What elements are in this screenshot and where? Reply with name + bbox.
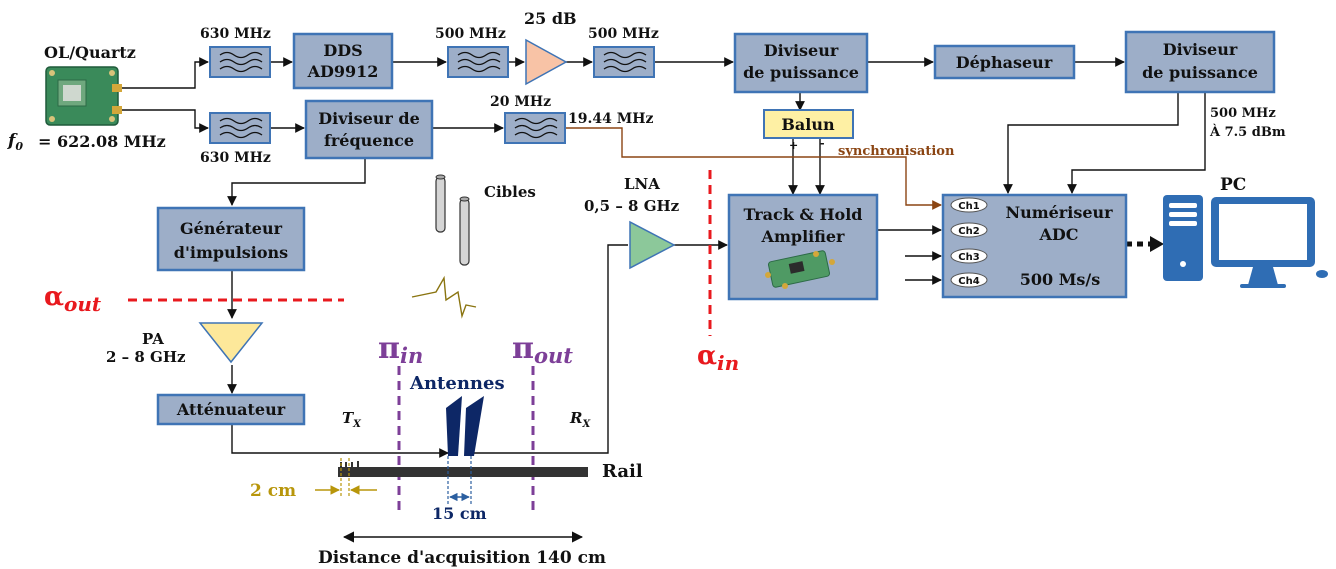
- filter-500-b: [593, 46, 655, 78]
- filter-630-top: [209, 46, 271, 78]
- output-level-label: À 7.5 dBm: [1209, 124, 1286, 140]
- rf-amplifier-icon: [525, 38, 568, 86]
- svg-text:de puissance: de puissance: [1142, 63, 1258, 82]
- targets-icon: [435, 174, 470, 266]
- power-divider-2-block: Diviseur de puissance: [1124, 30, 1276, 94]
- pa-amplifier-icon: [198, 322, 264, 364]
- adc-channel-ch3: Ch3: [950, 248, 988, 264]
- svg-text:ADC: ADC: [1038, 225, 1078, 244]
- attenuator-block: Atténuateur: [156, 393, 306, 426]
- svg-text:Diviseur: Diviseur: [764, 41, 839, 60]
- lna-amplifier-icon: [629, 220, 676, 270]
- adc-channel-ch1: Ch1: [950, 197, 988, 213]
- balun-block: Balun: [763, 109, 854, 139]
- svg-text:500 Ms/s: 500 Ms/s: [1020, 270, 1101, 289]
- dimension-15cm: [447, 456, 472, 504]
- dimension-15cm-label: 15 cm: [432, 504, 487, 523]
- antennas-icon: [446, 396, 484, 456]
- balun-minus: -: [820, 137, 825, 150]
- oscillator-label: OL/Quartz: [44, 43, 136, 62]
- svg-text:DDS: DDS: [323, 41, 362, 60]
- svg-text:Amplifier: Amplifier: [761, 227, 846, 246]
- dimension-2cm-label: 2 cm: [250, 481, 296, 501]
- svg-text:fréquence: fréquence: [324, 131, 414, 150]
- phase-shifter-block: Déphaseur: [933, 44, 1076, 80]
- svg-text:de puissance: de puissance: [743, 63, 859, 82]
- balun-plus: +: [789, 139, 798, 152]
- pulse-generator-block: Générateur d'impulsions: [156, 206, 306, 272]
- freq-divider-block: Diviseur de fréquence: [304, 99, 434, 160]
- target-echo-icon: [411, 275, 477, 319]
- pc-icon: [1163, 195, 1328, 288]
- output-freq-label: 500 MHz: [1210, 106, 1276, 121]
- svg-text:Générateur: Générateur: [180, 219, 283, 238]
- dds-block: DDS AD9912: [292, 32, 394, 90]
- filter-630-bottom: [209, 112, 271, 144]
- svg-text:Ch2: Ch2: [958, 226, 979, 237]
- svg-text:Atténuateur: Atténuateur: [176, 400, 286, 419]
- svg-text:Ch3: Ch3: [958, 252, 979, 263]
- rail-label: Rail: [602, 461, 643, 482]
- freq-label-20: 20 MHz: [490, 94, 551, 110]
- freq-label-500-a: 500 MHz: [435, 26, 506, 42]
- f0-value: = 622.08 MHz: [38, 132, 166, 151]
- svg-text:Balun: Balun: [781, 115, 835, 134]
- freq-label-630-bottom: 630 MHz: [200, 150, 271, 166]
- dimension-2cm: [315, 458, 377, 498]
- power-divider-1-block: Diviseur de puissance: [733, 32, 869, 94]
- alpha-out-label: αout: [44, 282, 102, 316]
- svg-text:d'impulsions: d'impulsions: [174, 243, 288, 262]
- rail: [338, 467, 588, 477]
- pi-in-label: πin: [378, 331, 423, 368]
- svg-text:Numériseur: Numériseur: [1005, 203, 1113, 222]
- rx-label: RX: [569, 409, 591, 430]
- f0-symbol: f0: [7, 131, 23, 153]
- oscillator-board: [45, 66, 122, 126]
- svg-text:Déphaseur: Déphaseur: [956, 53, 1053, 72]
- gain-label: 25 dB: [524, 9, 577, 28]
- targets-label: Cibles: [484, 183, 536, 201]
- svg-text:Ch1: Ch1: [958, 201, 979, 212]
- antennas-label: Antennes: [409, 373, 505, 394]
- tx-label: TX: [342, 409, 362, 430]
- adc-channel-ch2: Ch2: [950, 222, 988, 238]
- alpha-in-label: αin: [697, 341, 739, 375]
- freq-label-500-b: 500 MHz: [588, 26, 659, 42]
- svg-text:Ch4: Ch4: [958, 276, 979, 287]
- pa-range-label: 2 – 8 GHz: [106, 348, 186, 366]
- pa-label: PA: [142, 330, 164, 348]
- adc-channel-ch4: Ch4: [950, 272, 988, 288]
- freq-label-19: 19.44 MHz: [568, 111, 653, 127]
- lna-range-label: 0,5 – 8 GHz: [584, 197, 680, 215]
- svg-text:Diviseur de: Diviseur de: [318, 109, 420, 128]
- sync-label: synchronisation: [838, 144, 955, 159]
- filter-20: [504, 112, 566, 144]
- svg-text:Track & Hold: Track & Hold: [743, 205, 862, 224]
- lna-label: LNA: [624, 175, 660, 193]
- pc-label: PC: [1220, 175, 1246, 195]
- filter-500-a: [447, 46, 509, 78]
- acquisition-distance-label: Distance d'acquisition 140 cm: [318, 548, 606, 568]
- freq-label-630-top: 630 MHz: [200, 26, 271, 42]
- svg-text:Diviseur: Diviseur: [1163, 40, 1238, 59]
- track-hold-block: Track & Hold Amplifier: [727, 193, 879, 301]
- wires: [118, 57, 1206, 458]
- pi-out-label: πout: [512, 331, 573, 368]
- svg-text:AD9912: AD9912: [307, 62, 379, 81]
